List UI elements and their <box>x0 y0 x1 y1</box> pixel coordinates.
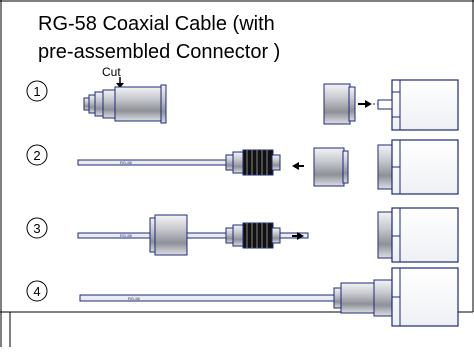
connector-plug-step-1 <box>83 84 167 124</box>
pl259-plug-step-3 <box>225 222 281 249</box>
step-2-number: 2 <box>33 148 40 163</box>
cable-label-step-2: RG-58 <box>120 160 133 165</box>
coax-cable-step-3 <box>77 232 309 239</box>
coupling-nut-step-3 <box>149 214 188 256</box>
coupling-nut-step-1 <box>323 83 356 125</box>
pl259-plug-step-2 <box>225 149 281 176</box>
step-4-badge <box>26 280 48 302</box>
coax-cable-step-4 <box>79 294 341 302</box>
cut-label: Cut <box>102 65 121 79</box>
step-4: 4 RG-58 <box>26 267 459 327</box>
step-4-number: 4 <box>33 284 40 299</box>
cable-label-step-3: RG-58 <box>120 233 133 238</box>
title-line-1: RG-58 Coaxial Cable (with <box>38 13 275 35</box>
step-2-badge <box>26 144 48 166</box>
step-1-badge <box>26 80 48 102</box>
device-housing-step-4 <box>391 267 459 327</box>
step-1-number: 1 <box>33 84 40 99</box>
step-1: 1 Cut <box>26 65 459 131</box>
cable-label-step-4: RG-58 <box>128 296 141 301</box>
assembled-connector-step-4 <box>333 279 393 317</box>
title-line-2: pre-assembled Connector ) <box>38 41 281 63</box>
arrow-right-step-1 <box>358 100 372 108</box>
coax-cable-step-2 <box>77 159 229 166</box>
device-housing-step-2 <box>377 139 459 195</box>
step-3: 3 RG-58 <box>26 207 459 263</box>
step-2: 2 RG-58 <box>26 139 459 195</box>
cut-arrow <box>116 77 124 88</box>
diagram-title: RG-58 Coaxial Cable (with pre-assembled … <box>38 10 280 66</box>
device-housing-step-3 <box>377 207 459 263</box>
arrow-right-step-3 <box>292 232 304 240</box>
coupling-nut-step-2 <box>313 147 349 187</box>
device-housing-step-1 <box>377 79 459 131</box>
step-3-badge <box>26 217 48 239</box>
arrow-left-step-2 <box>292 162 304 170</box>
step-3-number: 3 <box>33 221 40 236</box>
